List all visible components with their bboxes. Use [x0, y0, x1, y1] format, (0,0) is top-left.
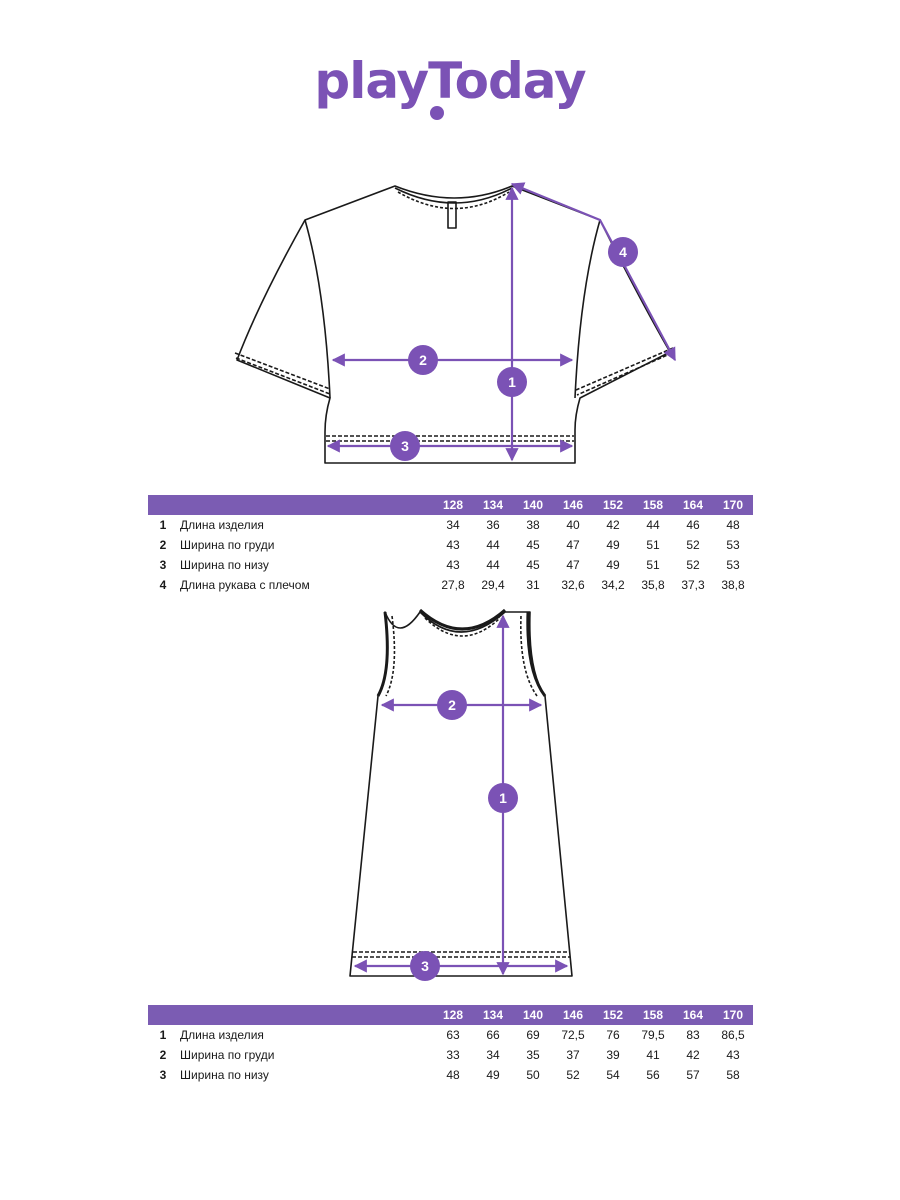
size-col: 164 — [673, 495, 713, 515]
table-row: 3 Ширина по низу 48 49 50 52 54 56 57 58 — [159, 1068, 740, 1082]
logo-dot — [430, 106, 444, 120]
dress-size-table: 128 134 140 146 152 158 164 170 1 Длина … — [148, 1005, 753, 1085]
size-col: 140 — [513, 1005, 553, 1025]
size-col: 158 — [633, 495, 673, 515]
marker-2: 2 — [448, 697, 456, 713]
size-header-row: 128 134 140 146 152 158 164 170 — [148, 495, 753, 515]
table-row: 1 Длина изделия 63 66 69 72,5 76 79,5 83… — [159, 1028, 745, 1042]
size-col: 140 — [513, 495, 553, 515]
tshirt-sketch: 1 2 3 4 — [234, 182, 676, 464]
marker-3: 3 — [421, 958, 429, 974]
size-col: 134 — [473, 1005, 513, 1025]
marker-badges — [390, 237, 638, 461]
marker-3: 3 — [401, 438, 409, 454]
size-col: 164 — [673, 1005, 713, 1025]
size-col: 152 — [593, 495, 633, 515]
size-col: 146 — [553, 495, 593, 515]
tshirt-size-table: 128 134 140 146 152 158 164 170 1 Длина … — [148, 495, 753, 595]
marker-2: 2 — [419, 352, 427, 368]
size-col: 128 — [433, 1005, 473, 1025]
marker-badges — [410, 690, 518, 981]
size-col: 128 — [433, 495, 473, 515]
size-col: 146 — [553, 1005, 593, 1025]
size-col: 170 — [713, 1005, 753, 1025]
size-header-row: 128 134 140 146 152 158 164 170 — [148, 1005, 753, 1025]
size-col: 170 — [713, 495, 753, 515]
marker-1: 1 — [499, 790, 507, 806]
brand-logo: playToday — [314, 52, 586, 110]
marker-1: 1 — [508, 374, 516, 390]
size-col: 158 — [633, 1005, 673, 1025]
dress-sketch: 1 2 3 — [349, 608, 573, 981]
table-row: 4 Длина рукава с плечом 27,8 29,4 31 32,… — [159, 578, 745, 592]
marker-4: 4 — [619, 244, 627, 260]
table-row: 2 Ширина по груди 43 44 45 47 49 51 52 5… — [159, 538, 740, 552]
table-row: 1 Длина изделия 34 36 38 40 42 44 46 48 — [159, 518, 740, 532]
table-row: 3 Ширина по низу 43 44 45 47 49 51 52 53 — [159, 558, 740, 572]
size-col: 134 — [473, 495, 513, 515]
size-col: 152 — [593, 1005, 633, 1025]
table-row: 2 Ширина по груди 33 34 35 37 39 41 42 4… — [159, 1048, 740, 1062]
